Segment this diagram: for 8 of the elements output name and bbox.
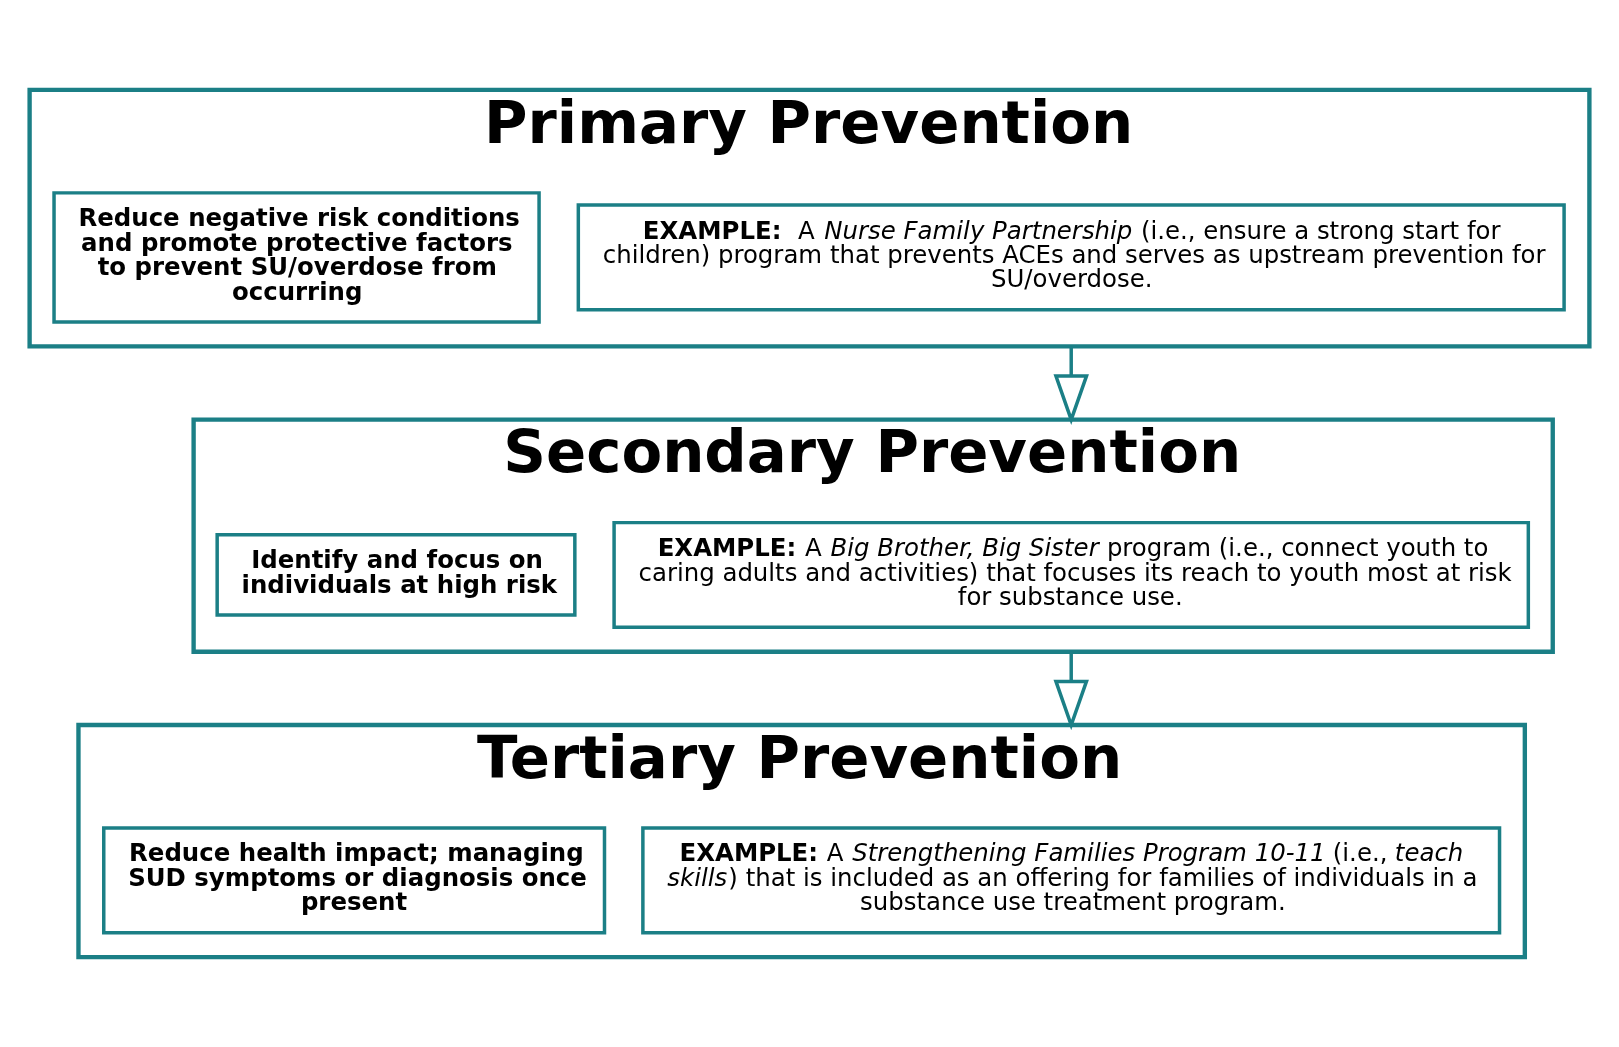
- node-box: Reduce health impact; managing SUD symptoms or diagnosis once present: [102, 826, 607, 935]
- node-box: EXAMPLE: A Strengthening Families Program 10-11 (i.e., teach skills) that is included as an offering for families of individuals in a substance use treatment program.: [641, 826, 1502, 935]
- arrow: [1053, 346, 1089, 425]
- arrow: [1053, 651, 1089, 731]
- node-box: EXAMPLE: A Big Brother, Big Sister program (i.e., connect youth to caring adults and activities) that focuses its reach to youth most at risk for substance use.: [612, 520, 1531, 630]
- node-box: Reduce negative risk conditions and promote protective factors to prevent SU/overdose from occurring: [52, 191, 541, 324]
- node-box: Identify and focus on individuals at high risk: [215, 533, 577, 617]
- node-box: EXAMPLE: A Nurse Family Partnership (i.e., ensure a strong start for children) program that prevents ACEs and serves as upstream prevention for SU/overdose.: [576, 203, 1566, 312]
